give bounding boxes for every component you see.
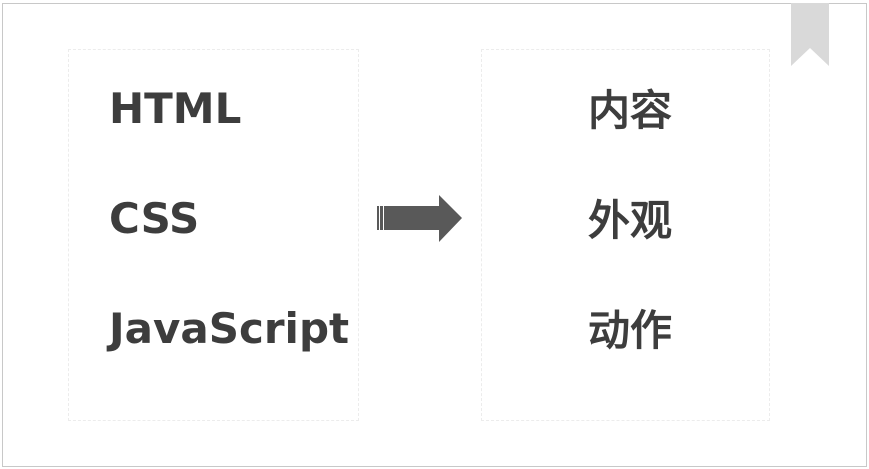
technologies-box xyxy=(68,49,359,421)
bookmark-icon xyxy=(791,3,829,66)
item-javascript: JavaScript xyxy=(109,304,350,353)
item-html: HTML xyxy=(109,84,242,133)
arrow-right-icon xyxy=(377,195,462,242)
item-appearance: 外观 xyxy=(588,196,673,245)
item-css: CSS xyxy=(109,194,200,243)
item-behavior: 动作 xyxy=(588,306,673,355)
roles-box xyxy=(481,49,770,421)
item-content: 内容 xyxy=(588,86,673,135)
slide-frame xyxy=(2,3,867,467)
